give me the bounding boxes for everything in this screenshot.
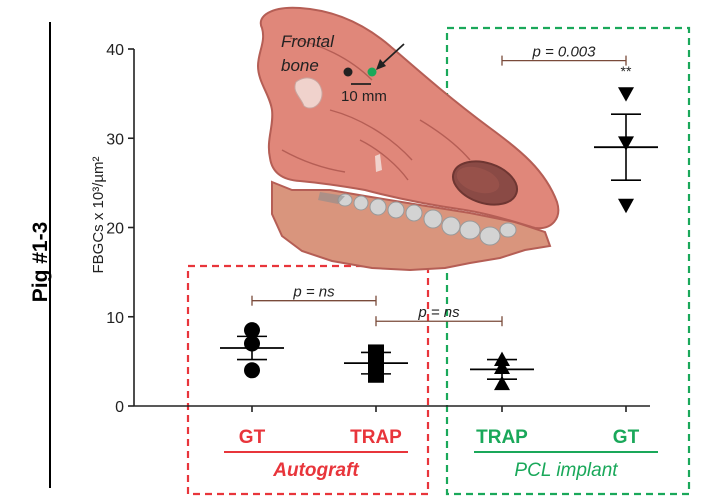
pig-skull-illustration-icon: [256, 6, 560, 272]
frontal-label-line1: Frontal: [281, 32, 335, 51]
significance-annotations: p = ns p = ns p = 0.003 **: [251, 44, 632, 327]
data-point: [244, 362, 260, 379]
y-axis: 0 10 20 30 40: [106, 42, 650, 416]
data-point: [618, 198, 634, 214]
data-point: [368, 366, 384, 383]
y-axis-label: FBGCs x 10³/µm²: [90, 157, 107, 274]
frontal-bone-dot: [343, 67, 353, 77]
p-value-label: p = ns: [417, 304, 460, 321]
data-point: [494, 351, 510, 366]
data-point: [618, 136, 634, 151]
y-tick-label: 30: [106, 131, 124, 148]
p-value-label: p = ns: [292, 284, 335, 301]
category-label: GT: [613, 427, 640, 448]
group-label: PCL implant: [514, 460, 618, 481]
frontal-label-line2: bone: [281, 56, 319, 75]
data-point: [494, 375, 510, 391]
group-label: Autograft: [272, 460, 359, 481]
data-marks: [220, 87, 658, 391]
data-point: [494, 359, 510, 375]
scale-bar-label: 10 mm: [341, 88, 387, 105]
y-tick-label: 10: [106, 310, 124, 327]
pointer-arrow-icon: [376, 43, 405, 70]
y-tick-label: 40: [106, 42, 124, 59]
p-value-label: p = 0.003: [532, 44, 597, 61]
x-axis-labels: GT TRAP Autograft TRAP GT PCL implant: [224, 427, 658, 481]
category-label: GT: [239, 427, 266, 448]
category-label: TRAP: [350, 427, 402, 448]
implant-site-dot: [367, 67, 377, 77]
category-label: TRAP: [476, 427, 528, 448]
data-point: [244, 335, 260, 352]
y-tick-label: 0: [115, 399, 124, 416]
y-tick-label: 20: [106, 221, 124, 238]
significance-stars: **: [621, 63, 632, 79]
data-point: [244, 322, 260, 339]
autograft-group-box: [186, 264, 430, 496]
data-point: [618, 87, 634, 102]
pig-label: Pig #1-3: [29, 222, 52, 303]
